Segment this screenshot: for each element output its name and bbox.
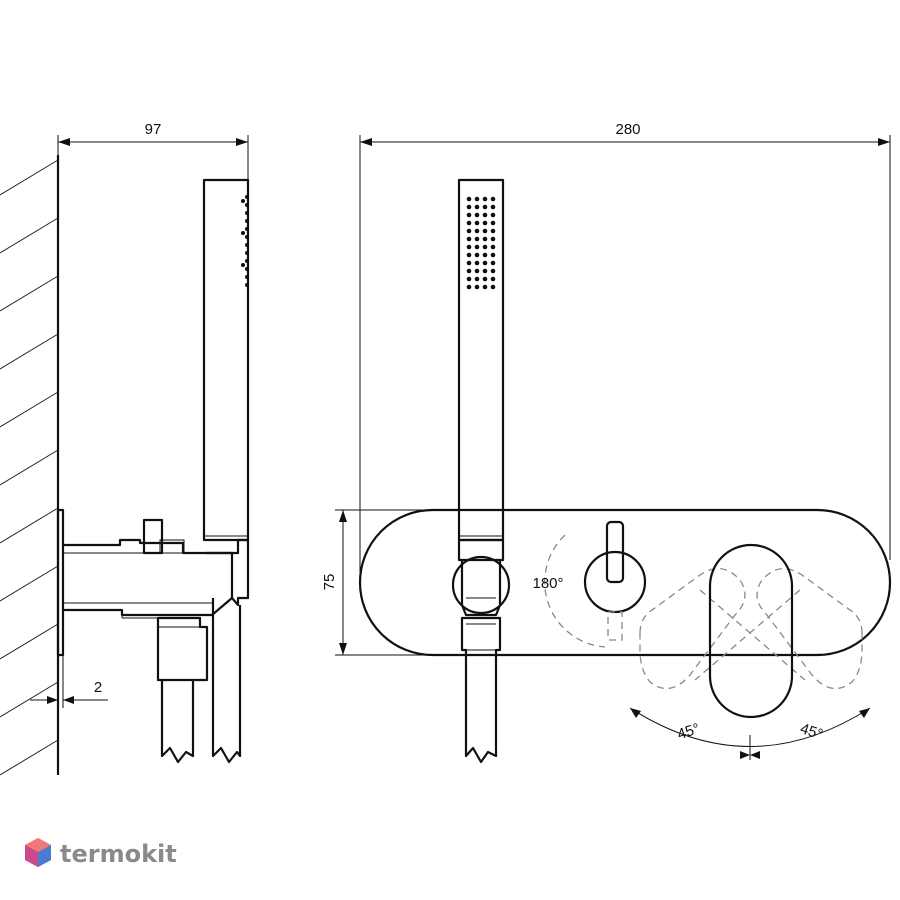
dimension-75 xyxy=(335,509,432,656)
brand-logo: termokit xyxy=(25,838,177,868)
dimension-280-label: 280 xyxy=(615,121,640,138)
mixer-lever xyxy=(639,543,863,719)
dimension-97 xyxy=(57,135,249,180)
lever-angle-left-label: 45° xyxy=(675,720,702,743)
dimension-2 xyxy=(30,655,108,708)
dimension-280 xyxy=(359,135,891,582)
front-view: 180° 45° 45° 2 xyxy=(321,121,892,764)
cover-plate-front xyxy=(358,508,892,657)
nozzle-grid xyxy=(466,196,496,290)
logo-text: termokit xyxy=(60,840,177,868)
dimension-2-label: 2 xyxy=(94,679,102,696)
dimension-75-label: 75 xyxy=(321,574,338,591)
diverter-knob xyxy=(544,520,647,648)
cube-icon xyxy=(25,838,51,867)
wall-hatching xyxy=(0,159,59,776)
lever-angle-right-label: 45° xyxy=(798,720,825,743)
holder-side xyxy=(206,538,250,607)
mixer-body-side xyxy=(63,538,234,617)
lever-angle-arc xyxy=(629,707,871,760)
dimension-97-label: 97 xyxy=(145,121,162,138)
hose-side xyxy=(160,680,195,764)
diverter-angle-label: 180° xyxy=(532,575,563,592)
diverter-knob-side xyxy=(142,518,164,555)
cover-plate-side xyxy=(56,508,65,657)
nozzle-dots-side xyxy=(241,195,249,287)
side-view: 97 2 xyxy=(0,121,250,776)
handshower-front xyxy=(457,178,505,542)
handshower-side xyxy=(202,178,250,542)
hose-connector-front xyxy=(460,616,502,764)
holder-front xyxy=(451,538,511,617)
handshower-hose-side xyxy=(211,598,242,764)
